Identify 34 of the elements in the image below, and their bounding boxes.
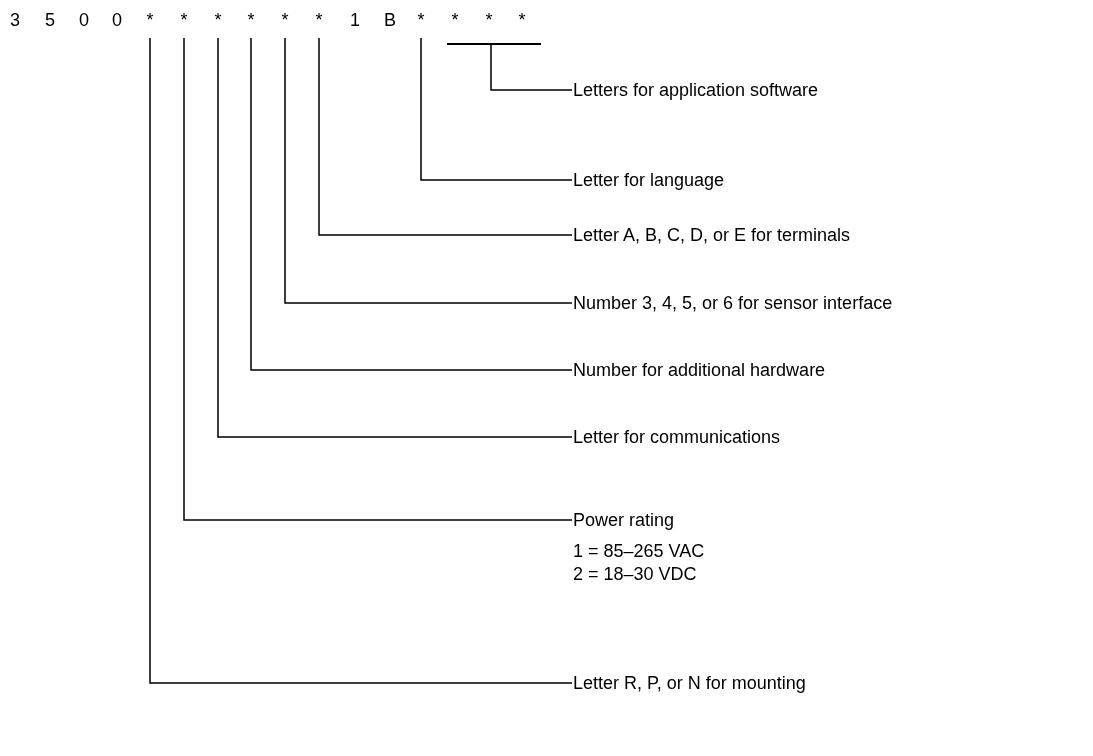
code-character: *: [244, 8, 258, 38]
code-character: *: [484, 9, 494, 32]
code-character: *: [278, 8, 292, 38]
value-line: 1 = 85–265 VAC: [573, 540, 705, 562]
code-character: *: [312, 8, 326, 38]
leader-line: [217, 37, 573, 438]
description-text: Letter for language: [573, 169, 725, 191]
code-character: *: [450, 9, 460, 32]
code-character: 5: [44, 9, 56, 32]
description-text: Letter for communications: [573, 426, 781, 448]
description-text: Power rating: [573, 509, 676, 531]
description-text: Number 3, 4, 5, or 6 for sensor interface: [573, 292, 893, 314]
leader-line: [149, 37, 573, 684]
leader-line: [250, 37, 573, 371]
value-line: 2 = 18–30 VDC: [573, 563, 698, 585]
description-text: Letters for application software: [573, 79, 819, 101]
code-character: *: [517, 9, 527, 32]
description-text: Number for additional hardware: [573, 359, 826, 381]
leader-line: [183, 37, 573, 521]
code-character: *: [211, 8, 225, 38]
code-character: *: [177, 8, 191, 38]
code-character: *: [414, 8, 428, 38]
code-character: *: [143, 8, 157, 38]
description-text: Letter R, P, or N for mounting: [573, 672, 806, 694]
code-character: 0: [78, 9, 90, 32]
code-character: B: [383, 9, 397, 32]
leader-line: [490, 44, 573, 91]
code-character: 3: [9, 9, 21, 32]
leader-line: [318, 37, 573, 236]
leader-line: [284, 37, 573, 304]
code-character: 1: [349, 9, 361, 32]
leader-line: [420, 37, 573, 181]
description-text: Letter A, B, C, D, or E for terminals: [573, 224, 851, 246]
code-character: 0: [111, 9, 123, 32]
